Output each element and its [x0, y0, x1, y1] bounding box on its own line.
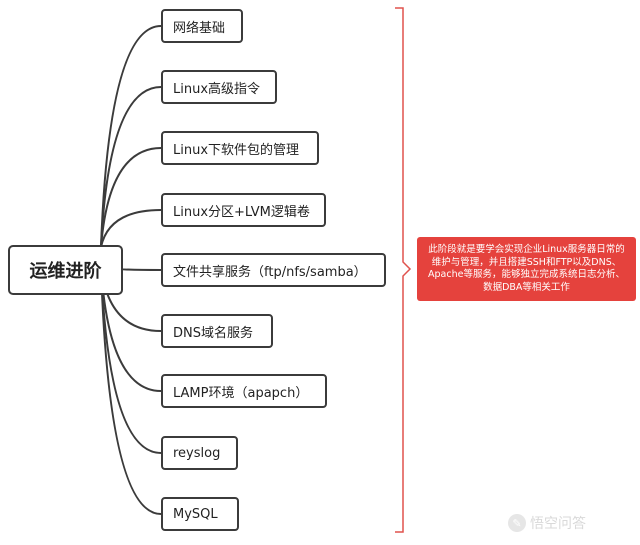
root-label: 运维进阶 — [29, 261, 102, 282]
topic-label: MySQL — [173, 506, 218, 522]
topic-mysql[interactable]: MySQL — [161, 497, 239, 531]
group-bracket — [395, 7, 412, 533]
topic-dns[interactable]: DNS域名服务 — [161, 314, 273, 348]
connector-line — [100, 25, 162, 248]
connector-line — [100, 209, 162, 248]
connector-line — [100, 266, 162, 515]
topic-label: reyslog — [173, 445, 221, 461]
watermark-text: 悟空问答 — [530, 516, 586, 532]
topic-network-basics[interactable]: 网络基础 — [161, 9, 243, 43]
topic-rsyslog[interactable]: reyslog — [161, 436, 238, 470]
topic-label: Linux高级指令 — [173, 81, 261, 97]
topic-package-management[interactable]: Linux下软件包的管理 — [161, 131, 319, 165]
note-line: 数据DBA等相关工作 — [483, 281, 570, 293]
note-line: 维护与管理，并且搭建SSH和FTP以及DNS、 — [431, 256, 622, 268]
watermark: ✎ 悟空问答 — [508, 513, 586, 533]
note-line: 此阶段就是要学会实现企业Linux服务器日常的 — [428, 244, 625, 255]
topic-file-sharing[interactable]: 文件共享服务（ftp/nfs/samba） — [161, 253, 386, 287]
chat-bubble-icon: ✎ — [508, 514, 526, 532]
note-line: Apache等服务，能够独立完成系统日志分析、 — [428, 269, 625, 280]
topic-linux-commands[interactable]: Linux高级指令 — [161, 70, 277, 104]
topic-label: DNS域名服务 — [173, 325, 253, 341]
summary-note[interactable]: 此阶段就是要学会实现企业Linux服务器日常的 维护与管理，并且搭建SSH和FT… — [417, 237, 636, 301]
connector-line — [100, 147, 162, 248]
topic-partition-lvm[interactable]: Linux分区+LVM逻辑卷 — [161, 193, 326, 227]
topic-label: LAMP环境（apapch） — [173, 385, 309, 401]
topic-label: 文件共享服务（ftp/nfs/samba） — [173, 264, 367, 280]
topic-label: Linux下软件包的管理 — [173, 142, 300, 158]
connector-line — [100, 86, 162, 248]
root-node[interactable]: 运维进阶 — [8, 245, 123, 295]
topic-label: Linux分区+LVM逻辑卷 — [173, 204, 310, 220]
topic-label: 网络基础 — [173, 20, 226, 36]
topic-lamp[interactable]: LAMP环境（apapch） — [161, 374, 327, 408]
